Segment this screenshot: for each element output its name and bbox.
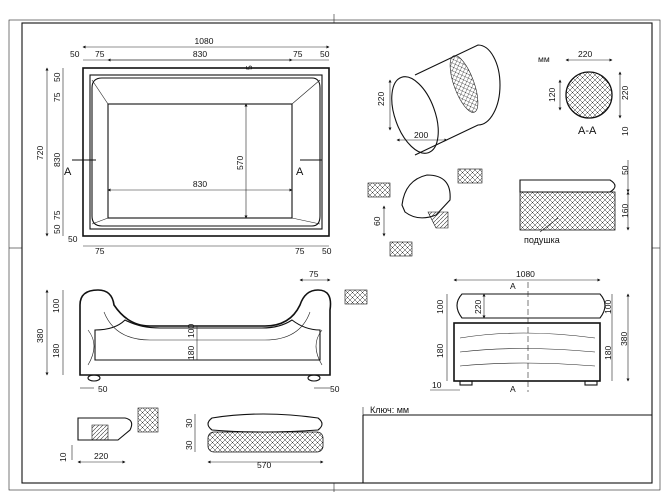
dim-front-right-foot: 50 — [330, 384, 340, 394]
dim-section-width: 220 — [578, 49, 592, 59]
dim-left-top-50: 50 — [52, 72, 62, 82]
dim-mattress-bottom: 30 — [184, 440, 194, 450]
cushion-detail: 50 160 подушка — [519, 160, 630, 245]
dim-side-left-lower: 180 — [435, 344, 445, 358]
cushion-label: подушка — [524, 235, 560, 245]
title-block: Ключ: мм — [362, 405, 652, 483]
dim-front-upper: 100 — [51, 299, 61, 313]
dim-bottom-right-50: 50 — [322, 246, 332, 256]
dim-inner-height: 570 — [235, 156, 245, 170]
dim-left-top-75: 75 — [52, 92, 62, 102]
section-marker-left: A — [64, 166, 72, 178]
dim-front-inner-upper: 100 — [186, 324, 196, 338]
units-label: Ключ: мм — [370, 405, 409, 415]
dim-cylinder-length: 200 — [414, 130, 428, 140]
section-aa-circle — [565, 71, 613, 119]
dim-inner-width: 830 — [193, 49, 207, 59]
cylinder-bolster: 220 200 — [376, 44, 501, 156]
dim-section-outer-height: 220 — [620, 86, 630, 100]
top-view-outer-frame — [82, 67, 330, 237]
top-view-rim — [91, 77, 321, 227]
dim-side-right-total: 380 — [619, 332, 629, 346]
top-view-bed — [107, 103, 293, 219]
dim-joint-height: 60 — [372, 216, 382, 226]
dim-section-base: 10 — [620, 126, 630, 136]
dim-height-total: 720 — [35, 146, 45, 160]
dim-side-left-upper: 100 — [435, 300, 445, 314]
dim-side-cushion: 220 — [473, 300, 483, 314]
dim-bottom-left-50: 50 — [68, 234, 78, 244]
dim-section-inner-height: 120 — [547, 88, 557, 102]
top-view: 1080 830 50 75 75 50 5 720 50 75 830 75 … — [35, 36, 332, 256]
dim-bottom-right-75: 75 — [295, 246, 305, 256]
dim-mattress-length: 570 — [257, 460, 271, 470]
side-marker-top: А — [510, 281, 516, 291]
dim-foot-height: 10 — [58, 452, 68, 462]
side-view: 1080 А А 220 100 180 100 180 380 10 — [430, 269, 630, 394]
dim-side-overall-width: 1080 — [516, 269, 535, 279]
dim-left-bot-75: 75 — [52, 210, 62, 220]
dim-mattress-top: 30 — [184, 418, 194, 428]
dim-cushion-body: 160 — [620, 204, 630, 218]
mattress-detail: 30 30 570 — [184, 413, 324, 470]
dim-front-top-offset: 75 — [309, 269, 319, 279]
side-marker-bottom: А — [510, 384, 516, 394]
front-view: 75 380 100 180 100 180 50 50 — [35, 269, 368, 394]
section-aa-caption: А-А — [578, 125, 597, 137]
section-aa: мм 220 120 220 10 А-А — [538, 49, 630, 137]
section-marker-right: A — [296, 166, 304, 178]
dim-front-inner-lower: 180 — [186, 346, 196, 360]
dim-bottom-left-75: 75 — [95, 246, 105, 256]
dim-cushion-top: 50 — [620, 165, 630, 175]
dim-front-left-foot: 50 — [98, 384, 108, 394]
dim-overall-width: 1080 — [195, 36, 214, 46]
dim-cylinder-diameter: 220 — [376, 92, 386, 106]
section-aa-units: мм — [538, 54, 550, 64]
top-view-inner-frame — [89, 74, 323, 230]
dim-front-height-total: 380 — [35, 329, 45, 343]
dim-left-inner-830: 830 — [52, 153, 62, 167]
inner-border — [21, 22, 653, 484]
outer-border — [8, 19, 661, 491]
dim-foot-width: 220 — [94, 451, 108, 461]
foot-detail: 10 220 — [58, 407, 159, 464]
dim-rail-right: 75 — [293, 49, 303, 59]
dim-side-foot: 10 — [432, 380, 442, 390]
dim-left-bot-50: 50 — [52, 224, 62, 234]
dim-front-lower: 180 — [51, 344, 61, 358]
dim-side-right-upper: 100 — [603, 300, 613, 314]
dim-frame-right: 50 — [320, 49, 330, 59]
dim-side-right-lower: 180 — [603, 346, 613, 360]
joint-detail: 60 — [367, 168, 483, 257]
dim-frame-left: 50 — [70, 49, 80, 59]
dim-rail-left: 75 — [95, 49, 105, 59]
dim-inner-width-mid: 830 — [193, 179, 207, 189]
dim-gap-top: 5 — [244, 65, 254, 70]
